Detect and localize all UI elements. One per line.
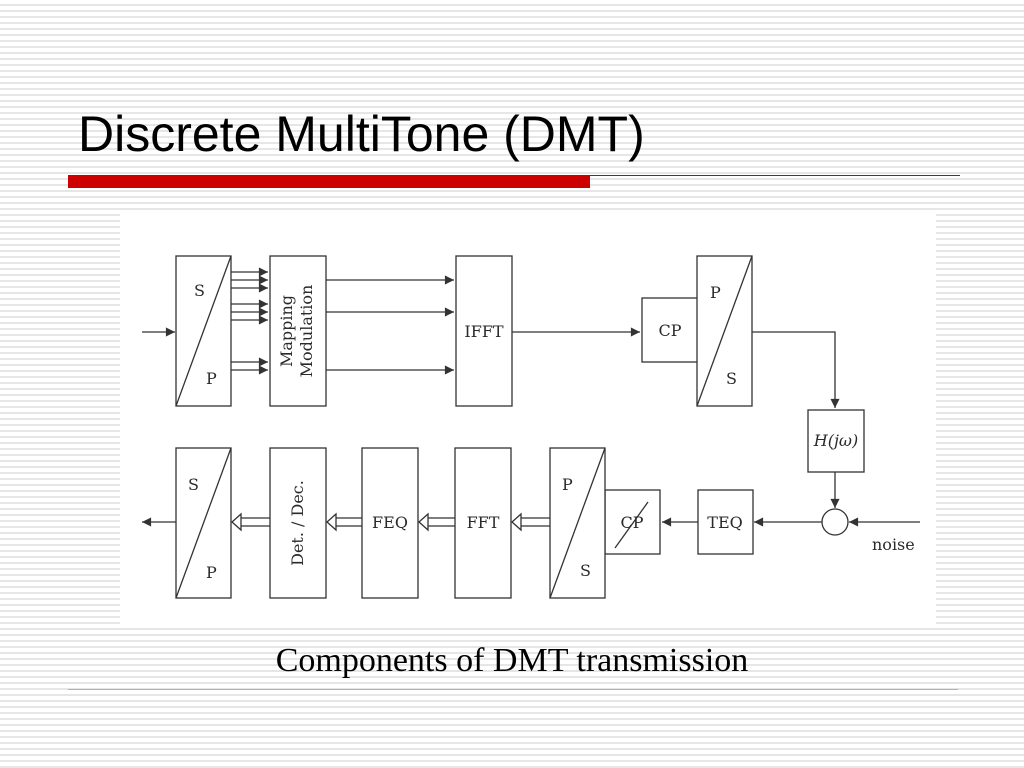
tx-ps-bottom-label: S [726, 369, 737, 388]
noise-label: noise [872, 535, 915, 554]
tx-ps-diagonal [696, 255, 753, 407]
rx-ps-bottom-label: P [206, 563, 217, 582]
detection-decoding-block [269, 447, 327, 599]
noise-adder [821, 508, 849, 536]
channel-label: H(jω) [813, 431, 858, 450]
rx-ps-top-label: S [188, 475, 199, 494]
rx-parallel-arrow [326, 512, 362, 532]
mapping-label: Mapping [277, 295, 296, 367]
cp-removal-block [604, 489, 661, 555]
detection-decoding-label: Det. / Dec. [288, 480, 307, 566]
mapping-modulation-block [269, 255, 327, 407]
title-underline-rule [590, 175, 960, 176]
fft-block [454, 447, 512, 599]
feq-label: FEQ [372, 513, 408, 532]
figure-caption: Components of DMT transmission [275, 642, 749, 679]
cp-label: CP [658, 321, 681, 340]
tx-sp-diagonal [175, 255, 232, 407]
rx-parallel-arrow [231, 512, 270, 532]
footer-divider [68, 689, 958, 690]
rx-sp-top-label: P [562, 475, 573, 494]
title-underline-accent [68, 175, 590, 188]
channel-block [807, 409, 865, 473]
tx-sp-top-label: S [194, 281, 205, 300]
modulation-label: Modulation [297, 285, 316, 378]
tx-ps-top-label: P [710, 283, 721, 302]
fft-label: FFT [467, 513, 500, 532]
rx-parallel-arrow [418, 512, 455, 532]
rx-sp-bottom-label: S [580, 561, 591, 580]
ifft-block [455, 255, 513, 407]
teq-block [697, 489, 754, 555]
rx-parallel-arrow [511, 512, 550, 532]
rx-sp-diagonal [549, 447, 606, 599]
cp-removal-strike [614, 501, 649, 549]
dmt-diagram-svg: S P Mapping Modulation IFFT CP P S H(jω)… [142, 255, 920, 599]
slide-title: Discrete MultiTone (DMT) [78, 106, 645, 162]
tx-sp-bottom-label: P [206, 369, 217, 388]
dmt-block-diagram: S P Mapping Modulation IFFT CP P S H(jω)… [120, 214, 936, 624]
teq-label: TEQ [707, 513, 742, 532]
tx-to-channel-arrow [752, 331, 840, 409]
ifft-label: IFFT [464, 322, 504, 341]
feq-block [361, 447, 419, 599]
cp-removal-label: CP [620, 513, 643, 532]
rx-ps-diagonal [175, 447, 232, 599]
